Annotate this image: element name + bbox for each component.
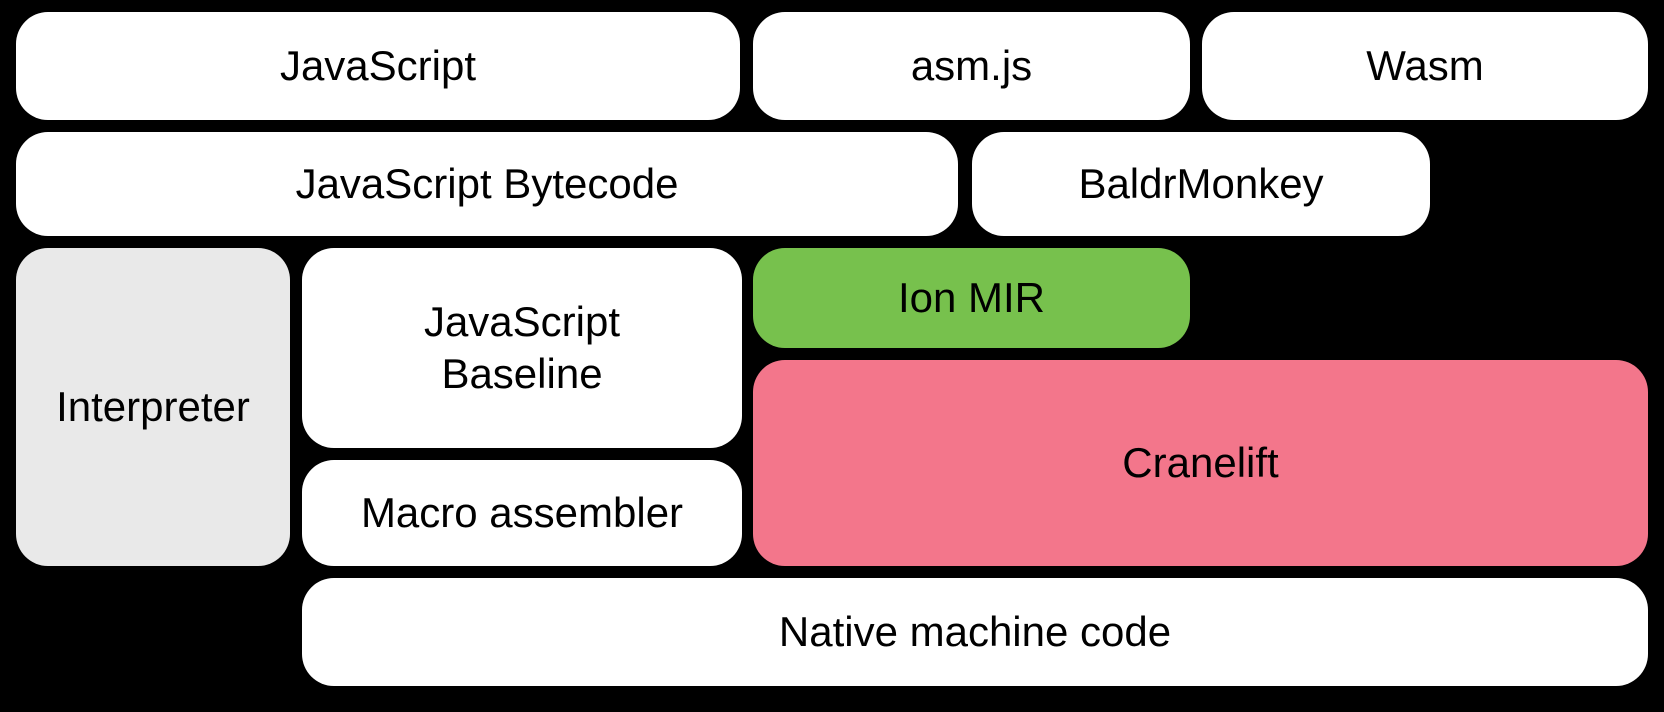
box-macro-assembler-label: Macro assembler: [360, 488, 684, 536]
box-asmjs-label: asm.js: [910, 41, 1033, 89]
box-javascript-bytecode: JavaScript Bytecode: [16, 132, 958, 236]
box-native-machine-code: Native machine code: [302, 578, 1648, 686]
box-wasm-label: Wasm: [1366, 41, 1484, 89]
box-ion-mir: Ion MIR: [753, 248, 1190, 348]
box-asmjs: asm.js: [753, 12, 1190, 120]
box-ion-mir-label: Ion MIR: [897, 273, 1046, 321]
box-baldrmonkey: BaldrMonkey: [972, 132, 1430, 236]
box-cranelift: Cranelift: [753, 360, 1648, 566]
box-javascript: JavaScript: [16, 12, 740, 120]
box-javascript-baseline: JavaScript Baseline: [302, 248, 742, 448]
box-javascript-label: JavaScript: [279, 41, 477, 89]
box-wasm: Wasm: [1202, 12, 1648, 120]
box-interpreter: Interpreter: [16, 248, 290, 566]
box-javascript-baseline-label: JavaScript Baseline: [423, 297, 621, 398]
box-interpreter-label: Interpreter: [56, 382, 250, 430]
box-baldrmonkey-label: BaldrMonkey: [1078, 159, 1324, 207]
box-native-machine-code-label: Native machine code: [778, 607, 1172, 655]
box-macro-assembler: Macro assembler: [302, 460, 742, 566]
box-javascript-bytecode-label: JavaScript Bytecode: [295, 159, 679, 207]
box-cranelift-label: Cranelift: [1122, 438, 1279, 486]
